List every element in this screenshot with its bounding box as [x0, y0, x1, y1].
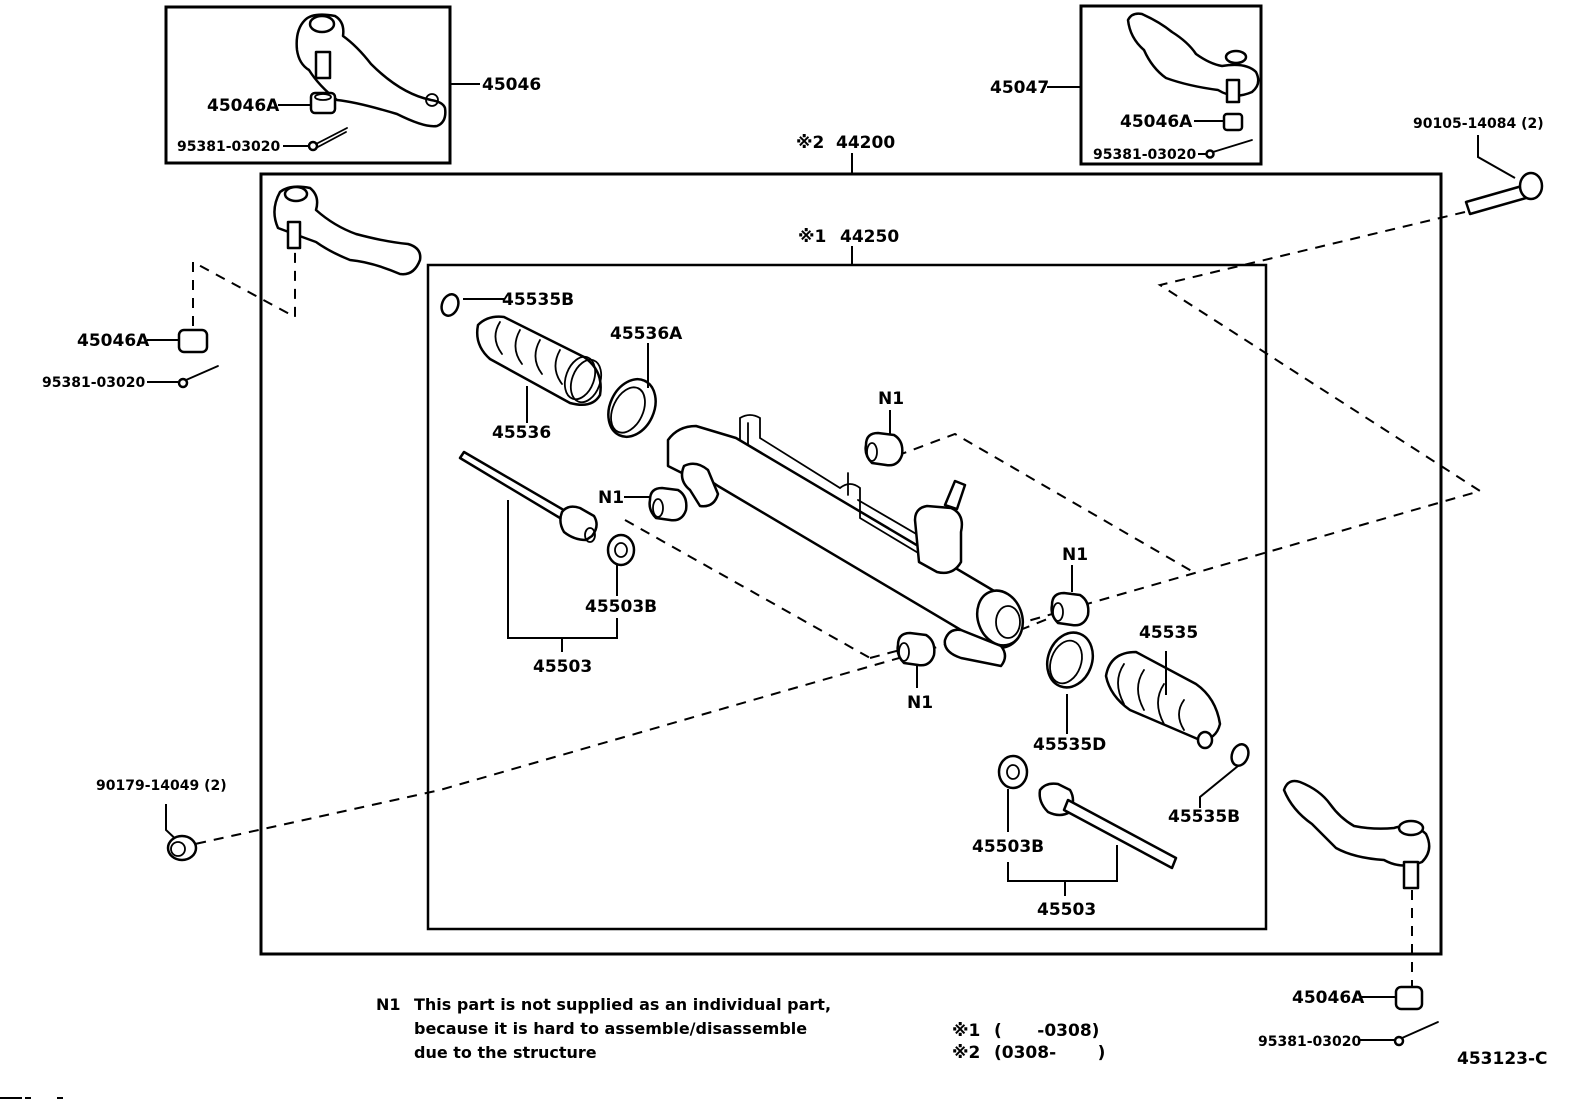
callout-90179-14049[interactable]: 90179-14049 (2) [96, 778, 227, 794]
cotter-pin-icon[interactable] [1393, 1021, 1439, 1047]
callout-45503-left[interactable]: 45503 [533, 657, 592, 677]
tie-rod-end-lh-icon[interactable] [295, 13, 447, 128]
callout-45535d[interactable]: 45535D [1033, 735, 1106, 755]
callout-45503b-left[interactable]: 45503B [585, 597, 657, 617]
cotter-pin-icon[interactable] [177, 365, 219, 389]
assembly-line-right-bolt [194, 211, 1483, 845]
nut-icon[interactable] [1394, 985, 1424, 1011]
tie-rod-end-rh-icon[interactable] [1126, 12, 1260, 104]
clamp-left-icon[interactable] [439, 292, 462, 318]
tie-rod-end-inner-icon[interactable] [273, 185, 422, 276]
boot-left-icon[interactable] [476, 315, 606, 407]
callout-95381-top-right[interactable]: 95381-03020 [1093, 147, 1196, 163]
tie-rod-end-rh-box: 45047 45046A 95381-03020 [990, 4, 1263, 166]
link-assy-mark: ※1 [798, 227, 826, 247]
flange-nut-icon[interactable] [166, 834, 198, 862]
assembly-line-left-bushing [624, 519, 871, 659]
left-nut-group: 45046A 95381-03020 [42, 328, 219, 391]
illustration-code: 453123-C [1457, 1049, 1548, 1069]
mark-2: ※2 [952, 1043, 980, 1063]
callout-45046a-left[interactable]: 45046A [77, 331, 150, 351]
callout-45535[interactable]: 45535 [1139, 623, 1198, 643]
gear-assy-part-no[interactable]: 44200 [836, 133, 895, 153]
washer-right-icon[interactable] [997, 754, 1029, 790]
callout-45046a-bottom-right[interactable]: 45046A [1292, 988, 1365, 1008]
mark-1: ※1 [952, 1021, 980, 1041]
callout-45535b-left[interactable]: 45535B [502, 290, 574, 310]
callout-45536a[interactable]: 45536A [610, 324, 683, 344]
link-assy-part-no[interactable]: 44250 [840, 227, 899, 247]
gear-assy-mark: ※2 [796, 133, 824, 153]
bushing-left-icon[interactable] [648, 486, 688, 522]
clip-left-icon[interactable] [599, 372, 664, 445]
washer-left-icon[interactable] [606, 533, 636, 567]
mark-1-range: ( -0308) [994, 1021, 1099, 1041]
callout-45536[interactable]: 45536 [492, 423, 551, 443]
callout-95381-top-left[interactable]: 95381-03020 [177, 139, 280, 155]
link-assy-frame [426, 263, 1268, 931]
assembly-line-bottom [869, 649, 901, 659]
nut-icon[interactable] [309, 91, 337, 115]
tie-rod-end-lh-box: 45046 45046A 95381-03020 [164, 5, 541, 165]
assembly-line-top-bushing [879, 432, 1196, 574]
callout-n1-bottom[interactable]: N1 [907, 693, 933, 713]
n1-note-key: N1 [376, 995, 401, 1014]
bushing-right-icon[interactable] [1050, 591, 1090, 627]
rack-end-right-icon[interactable] [1038, 782, 1178, 870]
mark-2-range: (0308- ) [994, 1043, 1105, 1063]
n1-note-line-1: This part is not supplied as an individu… [414, 995, 831, 1014]
n1-note: N1 This part is not supplied as an indiv… [376, 995, 831, 1062]
n1-note-line-2: because it is hard to assemble/disassemb… [414, 1019, 807, 1038]
rack-end-left-icon[interactable] [458, 450, 598, 543]
callout-45503b-right[interactable]: 45503B [972, 837, 1044, 857]
callout-45503-right[interactable]: 45503 [1037, 900, 1096, 920]
callout-45046a-top-left[interactable]: 45046A [207, 96, 280, 116]
bolt-icon[interactable] [1464, 171, 1544, 216]
applicability-notes: ※1 ( -0308) ※2 (0308- ) [952, 1021, 1105, 1063]
callout-95381-bottom-right[interactable]: 95381-03020 [1258, 1034, 1361, 1050]
bushing-bottom-icon[interactable] [896, 631, 936, 667]
clip-right-icon[interactable] [1040, 626, 1100, 694]
nut-icon[interactable] [177, 328, 209, 354]
assembly-line-left-tie-rod [192, 248, 296, 326]
assembly-line-right-bushing [1019, 615, 1056, 631]
steering-rack-housing-icon[interactable] [666, 414, 1030, 668]
clamp-right-icon[interactable] [1229, 742, 1252, 768]
callout-45046a-top-right[interactable]: 45046A [1120, 112, 1193, 132]
callout-90105-14084[interactable]: 90105-14084 (2) [1413, 116, 1544, 132]
bushing-top-icon[interactable] [864, 431, 904, 467]
callout-45535b-right[interactable]: 45535B [1168, 807, 1240, 827]
callout-45047[interactable]: 45047 [990, 78, 1049, 98]
callout-45046[interactable]: 45046 [482, 75, 541, 95]
callout-n1-top[interactable]: N1 [878, 389, 904, 409]
tie-rod-end-lower-icon[interactable] [1282, 779, 1431, 890]
n1-note-line-3: due to the structure [414, 1043, 597, 1062]
callout-n1-left[interactable]: N1 [598, 488, 624, 508]
boot-right-icon[interactable] [1104, 650, 1222, 750]
cotter-pin-icon[interactable] [1205, 139, 1253, 159]
callout-95381-left[interactable]: 95381-03020 [42, 375, 145, 391]
bolt-group: 90105-14084 (2) [1413, 116, 1544, 216]
nut-icon[interactable] [1222, 112, 1244, 132]
callout-n1-right[interactable]: N1 [1062, 545, 1088, 565]
cotter-pin-icon[interactable] [307, 127, 348, 152]
